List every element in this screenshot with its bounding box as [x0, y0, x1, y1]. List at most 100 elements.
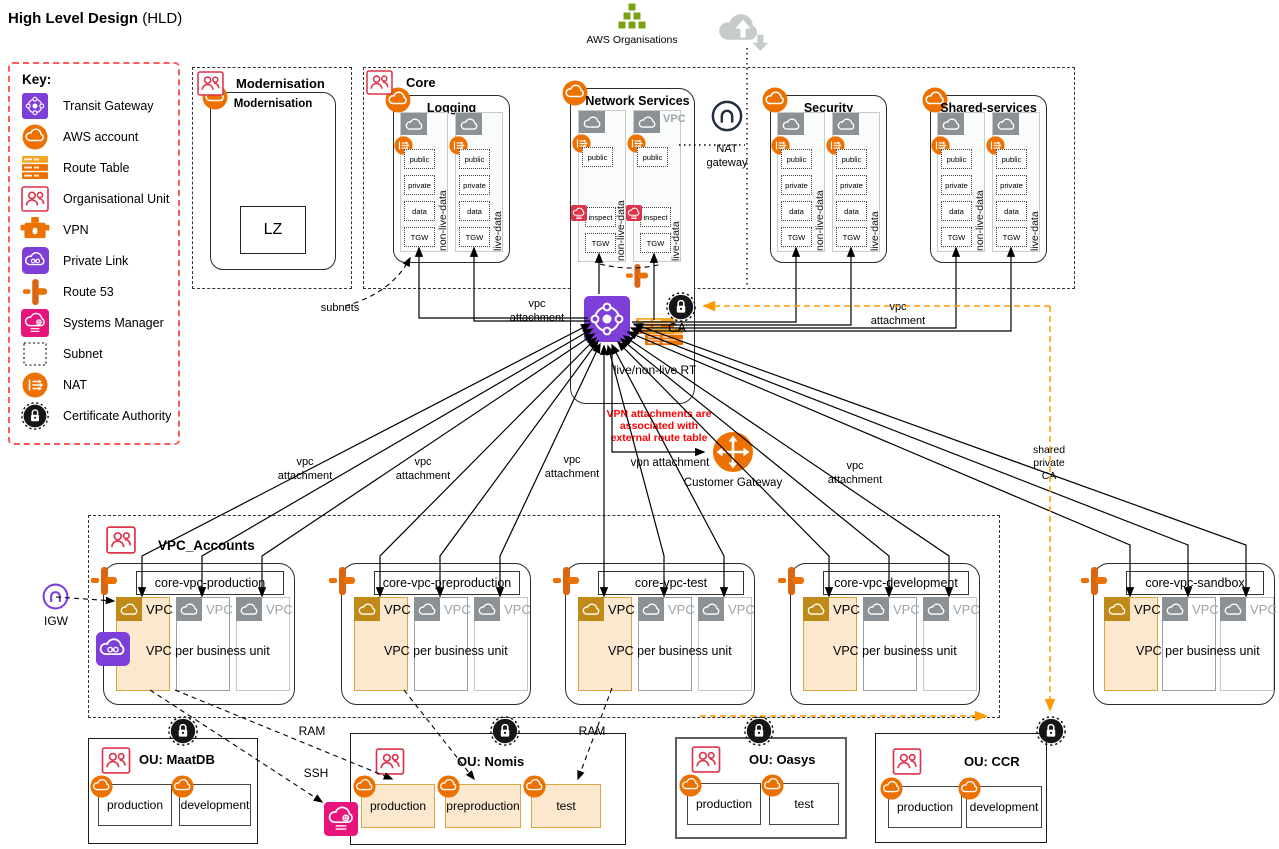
ou-nomis-box: OU: Nomis production preproduction test	[350, 733, 626, 845]
aws-account-icon	[523, 775, 546, 798]
key-item: NAT	[20, 369, 178, 400]
cloud-transfer-icon	[714, 8, 772, 53]
vpc-cloud-icon	[698, 597, 724, 621]
vpn-note: VPN attachments are associated with exte…	[606, 408, 712, 445]
ou-modernisation-title: Modernisation	[236, 76, 325, 91]
logging-nonlive-vpc: public private data TGW non-live-data	[400, 112, 449, 252]
subnet-public: public	[996, 149, 1027, 169]
vpc-cloud-icon	[863, 597, 889, 621]
nat-gateway-label: NAT gateway	[706, 143, 748, 169]
vpc-box-highlighted: VPC	[354, 597, 411, 691]
env-development: development	[179, 784, 251, 826]
key-item: Route 53	[20, 276, 178, 307]
subnet-private: private	[941, 175, 972, 195]
logging-live-vpc: public private data TGW live-data	[455, 112, 504, 252]
vpc-cloud-icon	[474, 597, 500, 621]
key-item: Certificate Authority	[20, 400, 178, 431]
core-vpc-sandbox-title: core-vpc-sandbox	[1126, 571, 1264, 595]
vpc-cloud-icon	[833, 113, 859, 135]
env-production: production	[98, 784, 172, 826]
vpc-cloud-icon	[938, 113, 964, 135]
vpc-attachment-label: vpc attachment	[544, 454, 600, 480]
ssh-label: SSH	[303, 766, 329, 780]
vpc-accounts-title: VPC_Accounts	[158, 538, 255, 553]
vpc-per-business-unit-label: VPC per business unit	[1136, 644, 1260, 658]
env-development: development	[966, 786, 1042, 828]
certificate-authority-icon	[744, 716, 774, 746]
non-live-data-label: non-live-data	[814, 190, 826, 251]
key-item: VPN	[20, 214, 178, 245]
vpc-cloud-icon	[778, 113, 804, 135]
env-production: production	[687, 783, 761, 825]
subnet-tgw: TGW	[996, 227, 1027, 247]
subnet-private: private	[459, 175, 490, 195]
aws-account-icon	[171, 775, 194, 798]
aws-account-icon	[437, 775, 460, 798]
shared-nonlive-vpc: public private data TGW non-live-data	[937, 112, 986, 252]
ou-maatdb-box: OU: MaatDB production development	[88, 738, 258, 844]
subnet-inspect: inspect	[640, 207, 671, 227]
core-vpc-production-box: core-vpc-production VPC VPC VPC VPC per …	[103, 563, 295, 705]
vpc-box: VPC	[863, 597, 920, 691]
core-vpc-development-title: core-vpc-development	[823, 571, 969, 595]
private-link-icon	[96, 632, 130, 666]
vpc-box: VPC	[414, 597, 471, 691]
route-table-icon	[20, 156, 50, 179]
vpc-cloud-icon	[638, 597, 664, 621]
env-test: test	[769, 783, 839, 825]
aws-account-icon	[679, 774, 702, 797]
vpc-box-highlighted: VPC	[803, 597, 860, 691]
shared-live-vpc: public private data TGW live-data	[992, 112, 1041, 252]
vpc-per-business-unit-label: VPC per business unit	[608, 644, 732, 658]
ram-label: RAM	[578, 724, 606, 738]
subnet-tgw: TGW	[459, 227, 490, 247]
nat-icon	[20, 372, 50, 398]
shared-services-title: Shared-services	[940, 101, 1037, 115]
network-services-title: Network Services	[585, 94, 690, 108]
non-live-data-label: non-live-data	[974, 190, 986, 251]
systems-manager-icon	[20, 309, 50, 337]
core-vpc-test-box: core-vpc-test VPC VPC VPC VPC per busine…	[565, 563, 755, 705]
organisational-unit-icon	[106, 526, 136, 554]
env-production: production	[361, 784, 435, 828]
ns-nonlive-vpc: public inspect TGW non-live-data	[578, 110, 627, 262]
core-vpc-preproduction-title: core-vpc-preproduction	[374, 571, 520, 595]
route-53-icon	[626, 264, 648, 288]
key-heading: Key:	[22, 72, 52, 87]
vpc-cloud-icon	[456, 113, 482, 135]
vpc-per-business-unit-label: VPC per business unit	[146, 644, 270, 658]
ou-nomis-title: OU: Nomis	[457, 754, 525, 769]
vpc-cloud-icon	[1162, 597, 1188, 621]
organisational-unit-icon	[197, 71, 224, 96]
subnet-data: data	[941, 201, 972, 221]
ns-vpc-label: VPC	[663, 113, 686, 125]
vpc-cloud-icon	[1220, 597, 1246, 621]
aws-organisations-icon	[617, 3, 647, 31]
core-vpc-production-title: core-vpc-production	[136, 571, 284, 595]
key-panel: Key: Transit Gateway AWS account Route T…	[8, 62, 180, 445]
route-53-icon	[1081, 566, 1107, 596]
subnet-tgw: TGW	[404, 227, 435, 247]
aws-account-icon	[880, 777, 903, 800]
certificate-authority-icon	[1036, 716, 1066, 746]
vpc-cloud-icon	[993, 113, 1019, 135]
vpc-attachment-label: vpc attachment	[827, 460, 883, 486]
vpc-cloud-icon	[236, 597, 262, 621]
subnet-tgw: TGW	[941, 227, 972, 247]
ou-ccr-box: OU: CCR production development	[875, 733, 1047, 843]
subnet-tgw: TGW	[640, 233, 671, 253]
subnet-private: private	[781, 175, 812, 195]
subnet-public: public	[459, 149, 490, 169]
live-nonlive-rt-label: live/non-live RT	[613, 363, 697, 377]
certificate-authority-icon	[20, 402, 50, 430]
subnet-icon	[20, 342, 50, 366]
core-vpc-sandbox-box: core-vpc-sandbox VPC VPC VPC VPC per bus…	[1093, 563, 1277, 705]
subnet-tgw: TGW	[781, 227, 812, 247]
key-item: Organisational Unit	[20, 183, 178, 214]
lz-box: LZ	[240, 206, 306, 254]
subnet-tgw: TGW	[585, 233, 616, 253]
organisational-unit-icon	[20, 186, 50, 212]
ou-oasys-box: OU: Oasys production test	[675, 737, 847, 839]
organisational-unit-icon	[691, 746, 721, 773]
aws-organisations-label: AWS Organisations	[586, 34, 678, 46]
